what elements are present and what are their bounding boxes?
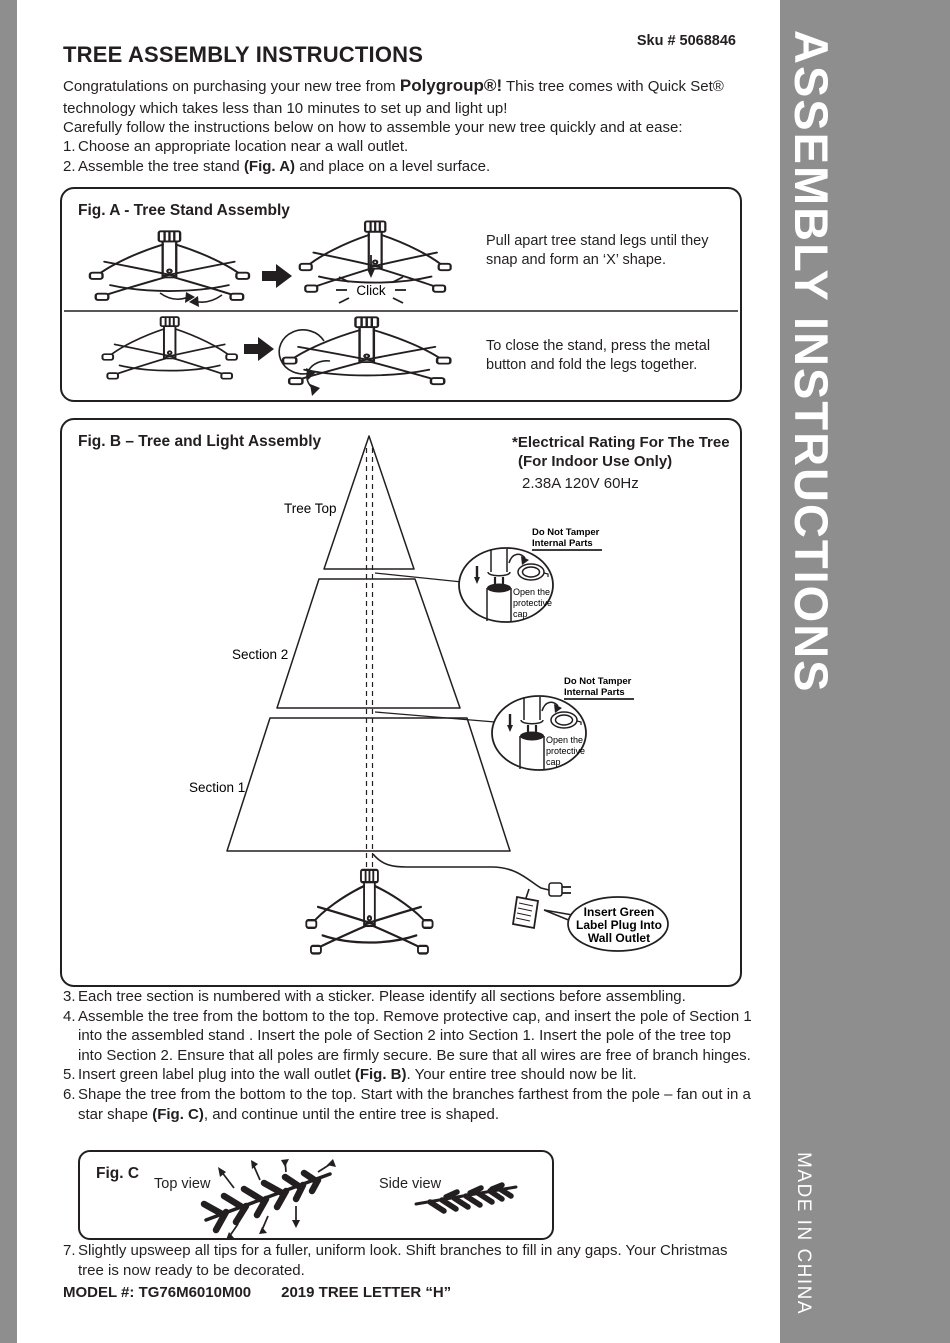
fig-a-caption-open: Pull apart tree stand legs until they sn… [486, 233, 709, 268]
tree-name: 2019 TREE LETTER “H” [281, 1284, 452, 1301]
open-cap-text: cap [513, 609, 528, 619]
step-number: 7. [63, 1242, 76, 1259]
step-text: Shape the tree from the bottom to the to… [78, 1085, 751, 1123]
open-cap-text: Open the [513, 587, 550, 597]
fig-b-title: Fig. B – Tree and Light Assembly [78, 433, 322, 450]
fan-out-arrows [218, 1159, 336, 1238]
stand-open-drawing [298, 220, 452, 293]
stand-folded-drawing [88, 230, 251, 302]
arrow-icon [262, 264, 292, 288]
do-not-tamper-label: Do Not Tamper [564, 676, 632, 687]
fig-a-title: Fig. A - Tree Stand Assembly [78, 202, 290, 219]
branch-shaping-diagram [200, 1159, 518, 1238]
follow-instructions-paragraph: Carefully follow the instructions below … [63, 119, 683, 136]
page-title: TREE ASSEMBLY INSTRUCTIONS [63, 42, 424, 67]
click-label: Click [356, 283, 385, 298]
step-2: 2. Assemble the tree stand (Fig. A) and … [63, 157, 741, 177]
side-view-label: Side view [379, 1176, 442, 1192]
green-label-tag [511, 895, 540, 930]
model-number: MODEL #: TG76M6010M00 [63, 1284, 252, 1301]
fig-c-title: Fig. C [96, 1165, 140, 1182]
step-text: Each tree section is numbered with a sti… [78, 988, 686, 1005]
electrical-rating-line: *Electrical Rating For The Tree [512, 434, 730, 451]
footer: MODEL #: TG76M6010M00 2019 TREE LETTER “… [63, 1284, 451, 1301]
wall-plug-drawing [548, 882, 571, 897]
power-cord [372, 853, 550, 899]
electrical-rating-line: 2.38A 120V 60Hz [522, 475, 639, 492]
step-number: 5. [63, 1066, 76, 1084]
open-cap-text: Open the [546, 735, 583, 745]
step-number: 6. [63, 1085, 76, 1103]
do-not-tamper-label: Do Not Tamper [532, 527, 600, 538]
branch-top-view [200, 1159, 336, 1238]
callout-leader-line [374, 711, 496, 723]
top-view-label: Top view [154, 1176, 211, 1192]
electrical-rating-line: (For Indoor Use Only) [518, 453, 673, 470]
step-text: Assemble the tree from the bottom to the… [78, 1007, 752, 1064]
tree-top-label: Tree Top [284, 501, 337, 516]
sku-number: Sku # 5068846 [636, 33, 736, 49]
plug-callout-text: Label Plug Into [576, 918, 662, 932]
step-1: 1. Choose an appropriate location near a… [63, 137, 741, 157]
tree-assembly-diagram: Tree Top Section 2 Section 1 Open the pr… [189, 435, 669, 955]
section-1-label: Section 1 [189, 780, 245, 795]
step-text: Insert green label plug into the wall ou… [78, 1066, 637, 1084]
step-text: Assemble the tree stand (Fig. A) and pla… [78, 157, 491, 175]
step-number: 3. [63, 988, 76, 1005]
electrical-rating: *Electrical Rating For The Tree (For Ind… [512, 433, 730, 493]
intro-step-list: 1. Choose an appropriate location near a… [63, 137, 741, 176]
arrow-icon [244, 337, 274, 361]
step-text: Choose an appropriate location near a wa… [78, 138, 409, 155]
fig-c-box: Fig. C Top view Side view [78, 1150, 554, 1240]
pole-dashed-line [365, 448, 374, 870]
open-cap-text: protective [546, 746, 585, 756]
step-3: 3. Each tree section is numbered with a … [63, 987, 755, 1007]
step-number: 1. [63, 138, 76, 155]
step-number: 2. [63, 157, 76, 175]
rotate-arrows [159, 292, 223, 307]
open-cap-text: protective [513, 598, 552, 608]
step-list-continued: 7. Slightly upsweep all tips for a fulle… [63, 1241, 755, 1280]
fig-a-box: Fig. A - Tree Stand Assembly Click [60, 187, 742, 402]
step-list: 3. Each tree section is numbered with a … [63, 987, 755, 1124]
click-burst: Click [336, 255, 406, 304]
step-6: 6. Shape the tree from the bottom to the… [63, 1085, 755, 1124]
fig-a-caption-close: To close the stand, press the metal butt… [486, 338, 711, 373]
step-4: 4. Assemble the tree from the bottom to … [63, 1007, 755, 1066]
step-5: 5. Insert green label plug into the wall… [63, 1065, 755, 1085]
do-not-tamper-label: Internal Parts [564, 687, 625, 698]
section-1-shape [226, 717, 511, 852]
section-2-label: Section 2 [232, 647, 288, 662]
callout-leader-line [374, 572, 463, 583]
tree-top-section [323, 435, 415, 570]
do-not-tamper-label: Internal Parts [532, 538, 593, 549]
fig-b-box: Fig. B – Tree and Light Assembly *Electr… [60, 418, 742, 987]
fold-arrows [278, 329, 331, 396]
stand-open-drawing-2 [101, 316, 238, 380]
right-sidebar: ASSEMBLY INSTRUCTIONS MADE IN CHINA [780, 0, 950, 1343]
left-gray-strip [0, 0, 17, 1343]
plug-callout-text: Wall Outlet [588, 931, 650, 945]
step-number: 4. [63, 1007, 76, 1025]
intro-paragraph: Congratulations on purchasing your new t… [63, 76, 724, 117]
tree-stand-drawing [305, 868, 434, 955]
open-cap-text: cap [546, 757, 561, 767]
step-text: Slightly upsweep all tips for a fuller, … [78, 1242, 728, 1279]
protective-cap-callout-1: Open the protective cap Do Not Tamper In… [457, 527, 602, 624]
step-7: 7. Slightly upsweep all tips for a fulle… [63, 1241, 755, 1280]
protective-cap-callout-2: Open the protective cap Do Not Tamper In… [490, 676, 634, 772]
section-2-shape [276, 578, 461, 709]
branch-side-view [414, 1182, 518, 1214]
sidebar-vertical-title: ASSEMBLY INSTRUCTIONS [785, 30, 838, 694]
tree-stand-diagram: Click [64, 220, 738, 396]
plug-callout-text: Insert Green [584, 905, 655, 919]
made-in-china-label: MADE IN CHINA [793, 1152, 814, 1316]
plug-callout: Insert Green Label Plug Into Wall Outlet [543, 896, 669, 952]
